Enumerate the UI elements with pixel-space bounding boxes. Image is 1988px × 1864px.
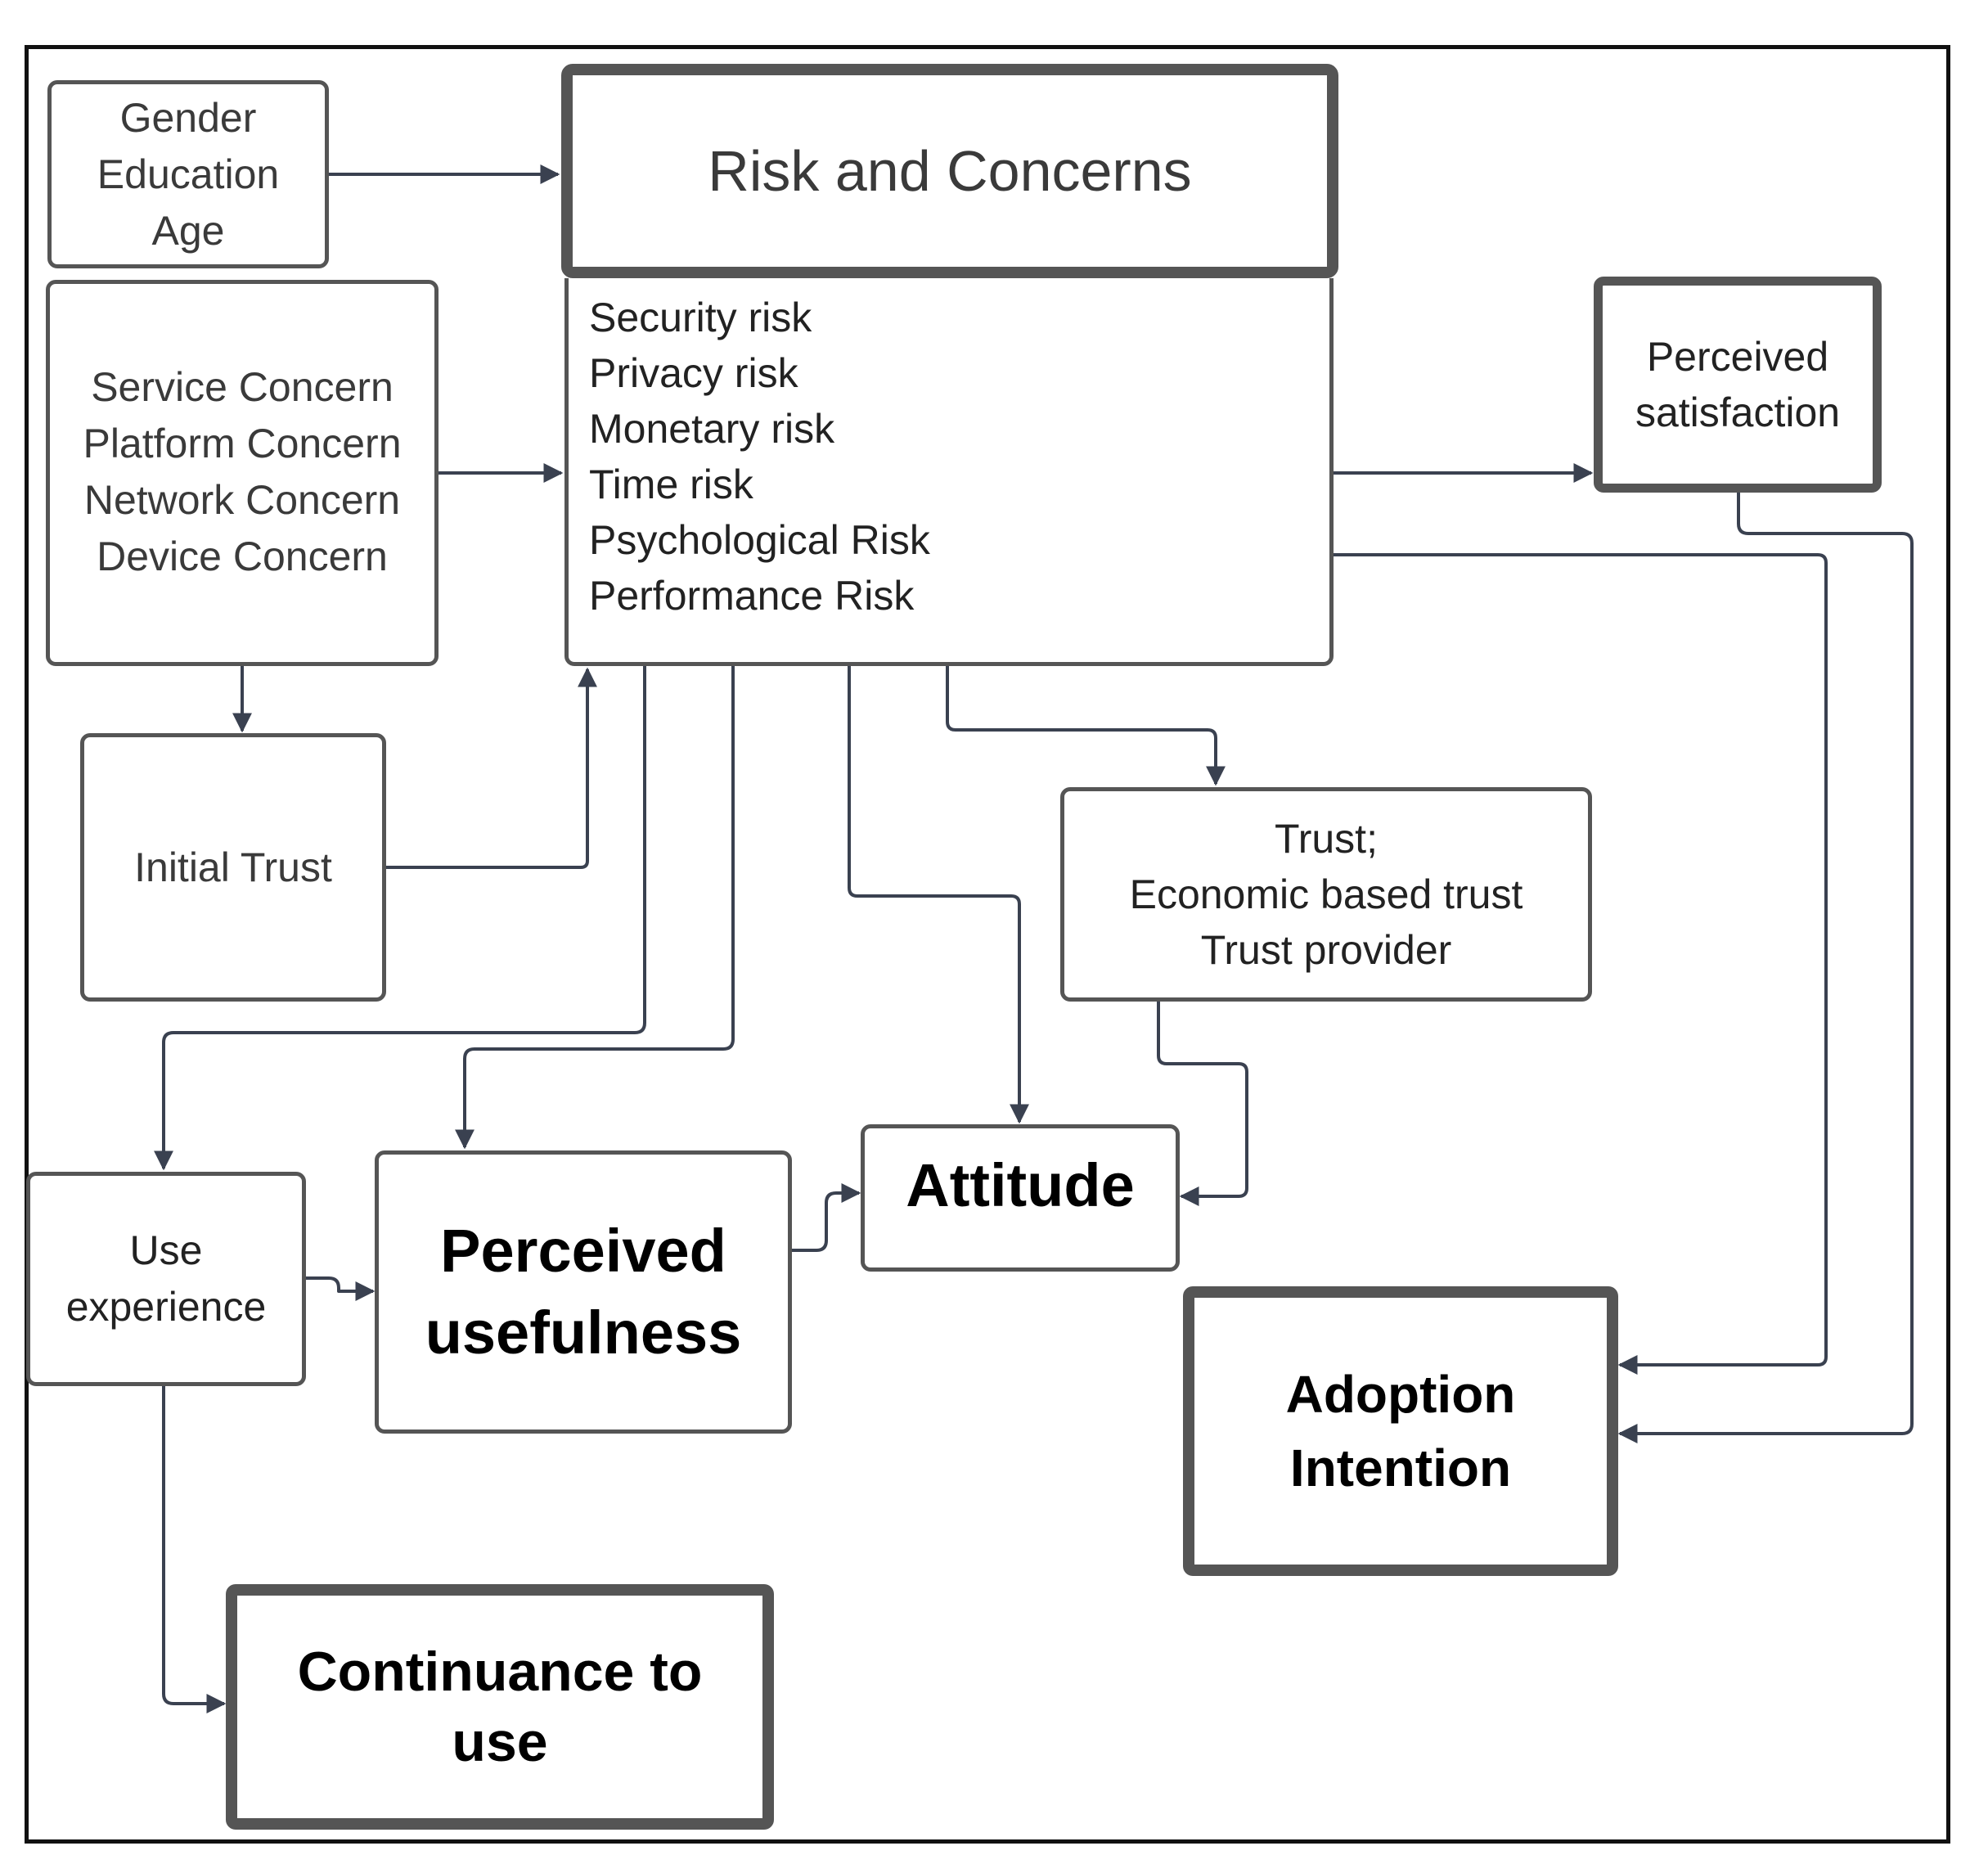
arrow-risk-to-usefulness (455, 664, 735, 1150)
concern-device: Device Concern (97, 534, 388, 579)
risk-item-monetary: Monetary risk (589, 406, 835, 452)
concern-network: Network Concern (83, 477, 401, 523)
trust-line-1: Trust; (1275, 816, 1378, 862)
continuance-line-1: Continuance to (297, 1641, 703, 1703)
perceived-satisfaction-box: Perceived satisfaction (1594, 277, 1882, 493)
attitude-label: Attitude (906, 1151, 1135, 1219)
risk-item-psychological: Psychological Risk (589, 517, 930, 563)
risk-item-time: Time risk (589, 461, 753, 507)
trust-box: Trust; Economic based trust Trust provid… (1060, 787, 1592, 1002)
arrow-initial-trust-to-risk (385, 667, 597, 869)
use-experience-line-1: Use (129, 1227, 203, 1273)
perceived-usefulness-line-2: usefulness (425, 1299, 742, 1366)
demographics-gender: Gender (119, 94, 257, 141)
arrow-risk-to-adoption-top (1332, 553, 1828, 1375)
risk-and-concerns-header: Risk and Concerns (561, 64, 1338, 278)
arrow-use-experience-to-continuance (162, 1384, 227, 1713)
initial-trust-label: Initial Trust (134, 844, 332, 890)
adoption-intention-box: Adoption Intention (1183, 1286, 1618, 1576)
risk-item-privacy: Privacy risk (589, 350, 798, 396)
adoption-intention-line-2: Intention (1289, 1439, 1512, 1497)
demographics-age: Age (151, 207, 225, 254)
trust-line-2: Economic based trust (1129, 871, 1523, 917)
adoption-intention-line-1: Adoption (1285, 1365, 1516, 1424)
arrow-risk-to-use-experience (154, 664, 646, 1171)
arrow-risk-to-attitude (848, 664, 1029, 1124)
risk-item-security: Security risk (589, 295, 812, 340)
concern-platform: Platform Concern (83, 421, 402, 466)
perceived-satisfaction-line-1: Perceived (1646, 334, 1829, 380)
arrow-risk-to-trust (946, 664, 1226, 786)
arrow-use-experience-to-usefulness (304, 1276, 376, 1301)
attitude-box: Attitude (861, 1124, 1180, 1272)
demographics-box: Gender Education Age (47, 80, 329, 268)
risk-and-concerns-title: Risk and Concerns (708, 139, 1192, 203)
arrow-satisfaction-to-adoption (1617, 491, 1914, 1443)
risk-item-performance: Performance Risk (589, 573, 915, 619)
concerns-box: Service Concern Platform Concern Network… (46, 280, 439, 666)
continuance-line-2: use (452, 1711, 548, 1773)
use-experience-line-2: experience (65, 1284, 267, 1330)
trust-line-3: Trust provider (1200, 927, 1452, 973)
perceived-usefulness-box: Perceived usefulness (375, 1150, 792, 1434)
diagram-frame (25, 45, 1950, 1844)
arrow-trust-to-attitude (1157, 1000, 1248, 1206)
perceived-usefulness-line-1: Perceived (440, 1217, 726, 1285)
continuance-to-use-box: Continuance to use (226, 1584, 774, 1830)
concern-service: Service Concern (91, 364, 394, 410)
arrow-usefulness-to-attitude (790, 1183, 861, 1252)
demographics-education: Education (97, 151, 280, 197)
initial-trust-box: Initial Trust (80, 733, 386, 1002)
perceived-satisfaction-line-2: satisfaction (1635, 389, 1841, 435)
risk-list-box: Security risk Privacy risk Monetary risk… (564, 278, 1334, 666)
use-experience-box: Use experience (26, 1172, 306, 1386)
